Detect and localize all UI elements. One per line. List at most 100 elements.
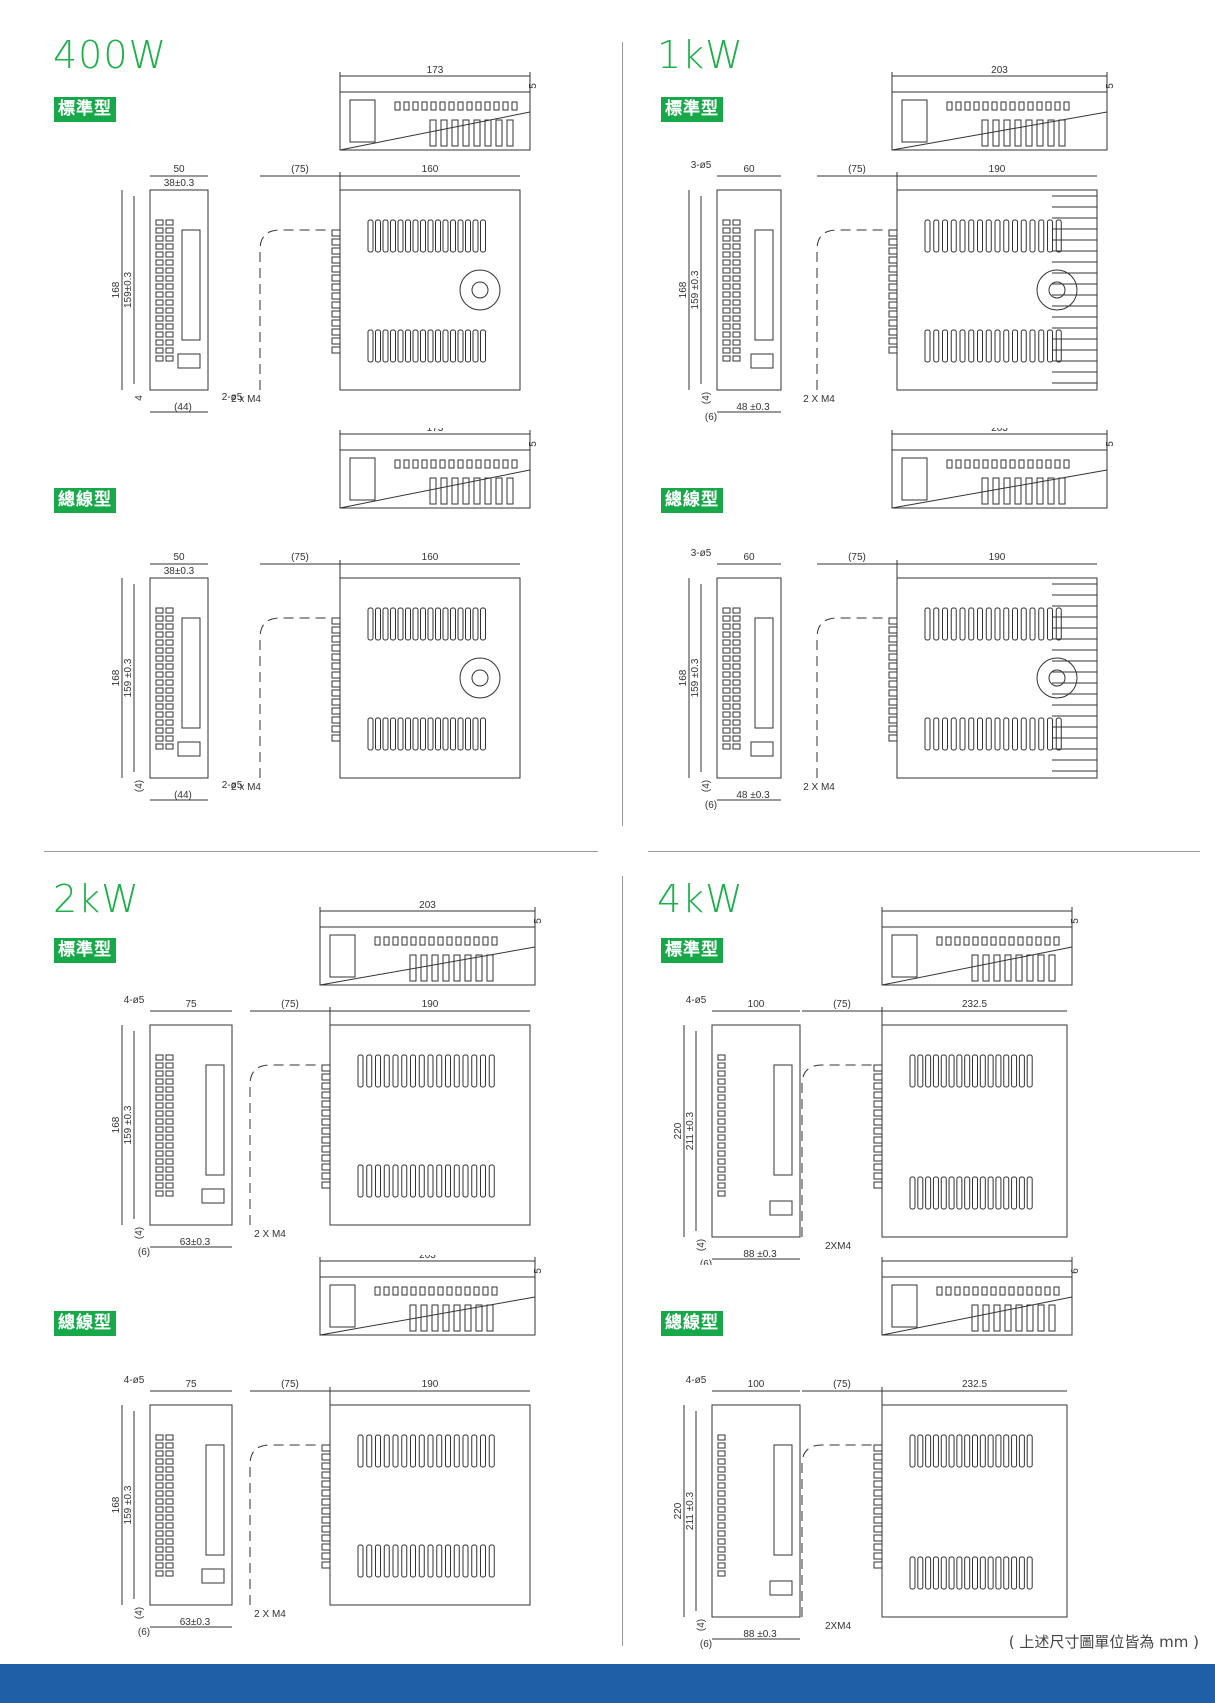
side-depth-b-label: 232.5 bbox=[962, 1379, 987, 1390]
top-width-label: 203 bbox=[991, 428, 1008, 434]
top-offset-label: 5 bbox=[1070, 918, 1081, 924]
bottom-width-label: 88 ±0.3 bbox=[743, 1249, 777, 1260]
side-depth-a-label: (75) bbox=[291, 164, 309, 175]
top-width-label: 203 bbox=[419, 1255, 436, 1261]
front-width-label: 100 bbox=[748, 999, 765, 1010]
lead-label: (6) bbox=[700, 1639, 712, 1650]
top-offset-label: 5 bbox=[528, 441, 539, 447]
height-outer-label: 220 bbox=[673, 1122, 684, 1139]
height-outer-label: 168 bbox=[111, 281, 122, 298]
top-view-body bbox=[339, 91, 531, 151]
bottom-width-label: 88 ±0.3 bbox=[743, 1629, 777, 1640]
height-inner-label: 159 ±0.3 bbox=[123, 1105, 134, 1144]
front-width-label: 100 bbox=[748, 1379, 765, 1390]
section-badge-bus: 總線型 bbox=[661, 488, 723, 513]
screws-label: 2 x M4 bbox=[231, 782, 261, 793]
screws-label: 2XM4 bbox=[825, 1621, 852, 1632]
foot-label: (4) bbox=[701, 392, 712, 404]
front-width-label: 50 bbox=[173, 552, 185, 563]
quadrant-title: 400W bbox=[53, 33, 168, 77]
foot-label: 4 bbox=[134, 395, 145, 401]
front-view-body bbox=[149, 1024, 233, 1226]
holes-label: 2-ø5 bbox=[222, 392, 243, 403]
quadrant-title: 4kW bbox=[657, 877, 744, 921]
top-width-label: 203 bbox=[419, 900, 436, 911]
side-depth-b-label: 160 bbox=[422, 552, 439, 563]
quadrant-title: 1kW bbox=[657, 33, 744, 77]
top-hole-label: 4-ø5 bbox=[686, 995, 707, 1006]
front-view-body bbox=[711, 1404, 801, 1618]
top-offset-label: 5 bbox=[533, 918, 544, 924]
top-offset-label: 5 bbox=[528, 83, 539, 89]
fan-icon bbox=[1036, 269, 1078, 311]
section-badge-bus: 總線型 bbox=[54, 1311, 116, 1336]
front-view-body bbox=[716, 577, 782, 779]
top-hole-label: 4-ø5 bbox=[686, 1375, 707, 1386]
side-depth-a-label: (75) bbox=[291, 552, 309, 563]
top-hole-label: 3-ø5 bbox=[691, 160, 712, 171]
top-offset-label: 6 bbox=[1070, 1268, 1081, 1274]
top-offset-label: 5 bbox=[1105, 441, 1116, 447]
front-inner-label: 38±0.3 bbox=[164, 566, 195, 577]
height-inner-label: 159 ±0.3 bbox=[123, 658, 134, 697]
height-outer-label: 168 bbox=[678, 281, 689, 298]
divider-vertical-top bbox=[622, 42, 623, 826]
front-view-body bbox=[149, 577, 209, 779]
front-width-label: 75 bbox=[185, 1379, 197, 1390]
footer-band bbox=[0, 1664, 1215, 1703]
fan-icon bbox=[459, 269, 501, 311]
height-outer-label: 168 bbox=[111, 1116, 122, 1133]
front-width-label: 60 bbox=[743, 552, 755, 563]
height-outer-label: 168 bbox=[111, 669, 122, 686]
top-view-body bbox=[339, 449, 531, 509]
section-badge-standard: 標準型 bbox=[661, 97, 723, 122]
lead-label: (6) bbox=[705, 412, 717, 423]
bottom-width-label: 63±0.3 bbox=[180, 1617, 211, 1628]
height-inner-label: 159 ±0.3 bbox=[123, 1485, 134, 1524]
side-depth-a-label: (75) bbox=[281, 1379, 299, 1390]
side-depth-a-label: (75) bbox=[848, 164, 866, 175]
screws-label: 2 x M4 bbox=[231, 394, 261, 405]
front-view-body bbox=[149, 1404, 233, 1606]
foot-label: (4) bbox=[134, 1227, 145, 1239]
screws-label: 2 X M4 bbox=[254, 1229, 286, 1240]
lead-label: (6) bbox=[138, 1247, 150, 1258]
top-hole-label: 4-ø5 bbox=[124, 995, 145, 1006]
screws-label: 2 X M4 bbox=[803, 782, 835, 793]
foot-label: (4) bbox=[696, 1239, 707, 1251]
front-width-label: 50 bbox=[173, 164, 185, 175]
lead-label: (6) bbox=[700, 1259, 712, 1265]
divider-horizontal-right bbox=[648, 851, 1200, 852]
foot-label: (4) bbox=[134, 1607, 145, 1619]
section-badge-bus: 總線型 bbox=[661, 1311, 723, 1336]
front-view-body bbox=[149, 189, 209, 391]
fan-icon bbox=[459, 657, 501, 699]
screws-label: 2 X M4 bbox=[254, 1609, 286, 1620]
bottom-width-label: 48 ±0.3 bbox=[736, 402, 770, 413]
section-badge-standard: 標準型 bbox=[54, 97, 116, 122]
side-depth-b-label: 190 bbox=[989, 164, 1006, 175]
top-width-label: 173 bbox=[427, 428, 444, 434]
top-view-body bbox=[891, 449, 1108, 509]
top-offset-label: 5 bbox=[533, 1268, 544, 1274]
divider-horizontal-left bbox=[44, 851, 598, 852]
divider-vertical-bottom bbox=[622, 876, 623, 1646]
foot-label: (4) bbox=[701, 780, 712, 792]
side-depth-b-label: 190 bbox=[989, 552, 1006, 563]
height-outer-label: 168 bbox=[678, 669, 689, 686]
